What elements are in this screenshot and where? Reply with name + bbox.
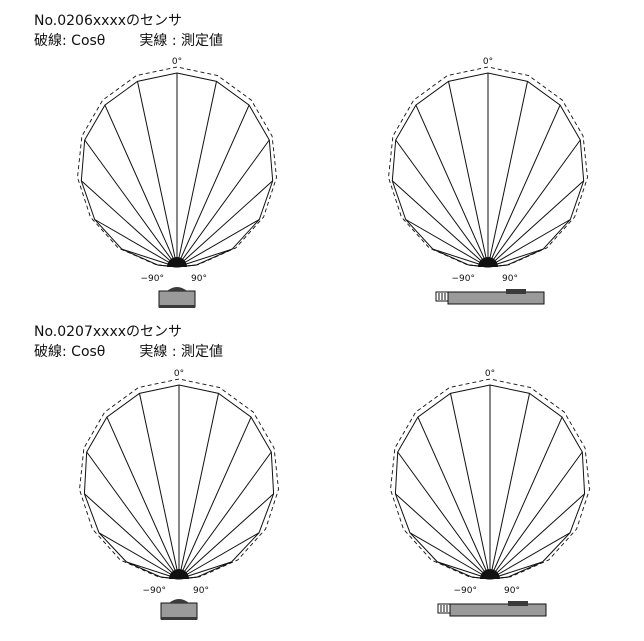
angle-ray bbox=[409, 532, 491, 580]
angle-ray bbox=[176, 81, 217, 268]
legend-dashed: 破線: Cosθ bbox=[34, 344, 106, 360]
sensor-section-0206: No.0206xxxxのセンサ 破線: Cosθ 実線 : 測定値 0° −90° 9… bbox=[0, 0, 644, 320]
label-plus-90: 90° bbox=[502, 274, 518, 284]
polar-plot-upright: 0° −90° 90° bbox=[77, 57, 277, 308]
angle-ray bbox=[178, 393, 219, 580]
sensor-icon bbox=[435, 289, 545, 305]
angle-ray bbox=[80, 180, 178, 268]
label-plus-90: 90° bbox=[191, 274, 207, 284]
angle-ray bbox=[176, 104, 250, 268]
sensor-dome bbox=[167, 287, 187, 291]
label-minus-90: −90° bbox=[452, 274, 476, 284]
sensor-head bbox=[508, 601, 528, 606]
label-minus-90: −90° bbox=[143, 586, 167, 596]
angle-ray bbox=[94, 219, 178, 268]
cosine-reference-curve bbox=[77, 66, 277, 268]
label-zero-degree: 0° bbox=[174, 369, 184, 379]
angle-ray bbox=[104, 104, 178, 268]
legend-solid: 実線 : 測定値 bbox=[139, 33, 223, 49]
origin-hub bbox=[480, 569, 500, 579]
angle-ray bbox=[487, 180, 585, 268]
angle-ray bbox=[417, 416, 491, 580]
angle-ray bbox=[489, 451, 583, 580]
angle-ray bbox=[178, 416, 252, 580]
label-minus-90: −90° bbox=[141, 274, 165, 284]
angle-ray bbox=[397, 451, 491, 580]
angle-ray bbox=[405, 219, 489, 268]
angle-ray bbox=[487, 81, 528, 268]
angle-ray bbox=[137, 81, 178, 268]
angle-ray bbox=[176, 139, 270, 268]
angle-ray bbox=[176, 219, 260, 268]
angle-ray bbox=[489, 493, 585, 580]
sensor-section-0207: No.0207xxxxのセンサ 破線: Cosθ 実線 : 測定値 0° −90° 9… bbox=[0, 320, 644, 641]
angle-ray bbox=[448, 81, 489, 268]
angle-ray bbox=[487, 219, 571, 268]
cosine-reference-curve bbox=[388, 66, 588, 268]
angle-ray bbox=[178, 451, 272, 580]
label-minus-90: −90° bbox=[454, 586, 478, 596]
section-title: No.0206xxxxのセンサ bbox=[34, 13, 183, 29]
angle-ray bbox=[84, 493, 180, 580]
angle-ray bbox=[395, 139, 489, 268]
angle-ray bbox=[176, 180, 274, 268]
polar-plot-upright: 0° −90° 90° bbox=[79, 369, 279, 620]
label-plus-90: 90° bbox=[504, 586, 520, 596]
sensor-icon bbox=[158, 287, 196, 308]
angle-ray bbox=[415, 104, 489, 268]
sensor-head bbox=[506, 289, 526, 294]
angle-ray bbox=[489, 393, 530, 580]
angle-ray bbox=[487, 104, 561, 268]
angle-ray bbox=[391, 180, 489, 268]
label-zero-degree: 0° bbox=[485, 369, 495, 379]
angle-ray bbox=[489, 532, 571, 580]
sensor-base bbox=[159, 305, 195, 308]
label-zero-degree: 0° bbox=[483, 57, 493, 67]
cosine-reference-curve bbox=[390, 378, 590, 580]
sensor-body bbox=[449, 603, 547, 617]
legend-solid: 実線 : 測定値 bbox=[139, 344, 223, 360]
sensor-icon bbox=[437, 601, 547, 617]
angle-ray bbox=[139, 393, 180, 580]
polar-plot-sideways: 0° −90° 90° bbox=[390, 369, 590, 617]
sensor-base bbox=[161, 617, 197, 620]
polar-plot-sideways: 0° −90° 90° bbox=[388, 57, 588, 305]
label-plus-90: 90° bbox=[193, 586, 209, 596]
angle-ray bbox=[489, 416, 563, 580]
angle-ray bbox=[178, 493, 274, 580]
origin-hub bbox=[478, 257, 498, 267]
label-zero-degree: 0° bbox=[172, 57, 182, 67]
origin-hub bbox=[167, 257, 187, 267]
angle-ray bbox=[84, 139, 178, 268]
legend-dashed: 破線: Cosθ bbox=[34, 33, 106, 49]
angle-ray bbox=[86, 451, 180, 580]
angle-ray bbox=[98, 532, 180, 580]
origin-hub bbox=[169, 569, 189, 579]
angle-ray bbox=[487, 139, 581, 268]
angle-ray bbox=[450, 393, 491, 580]
angle-ray bbox=[106, 416, 180, 580]
legend: 破線: Cosθ 実線 : 測定値 bbox=[34, 344, 223, 361]
sensor-body bbox=[447, 291, 545, 305]
cosine-reference-curve bbox=[79, 378, 279, 580]
angle-ray bbox=[395, 493, 491, 580]
legend: 破線: Cosθ 実線 : 測定値 bbox=[34, 33, 223, 50]
angle-ray bbox=[178, 532, 260, 580]
section-title: No.0207xxxxのセンサ bbox=[34, 324, 183, 340]
sensor-dome bbox=[169, 599, 189, 603]
sensor-icon bbox=[160, 599, 198, 620]
